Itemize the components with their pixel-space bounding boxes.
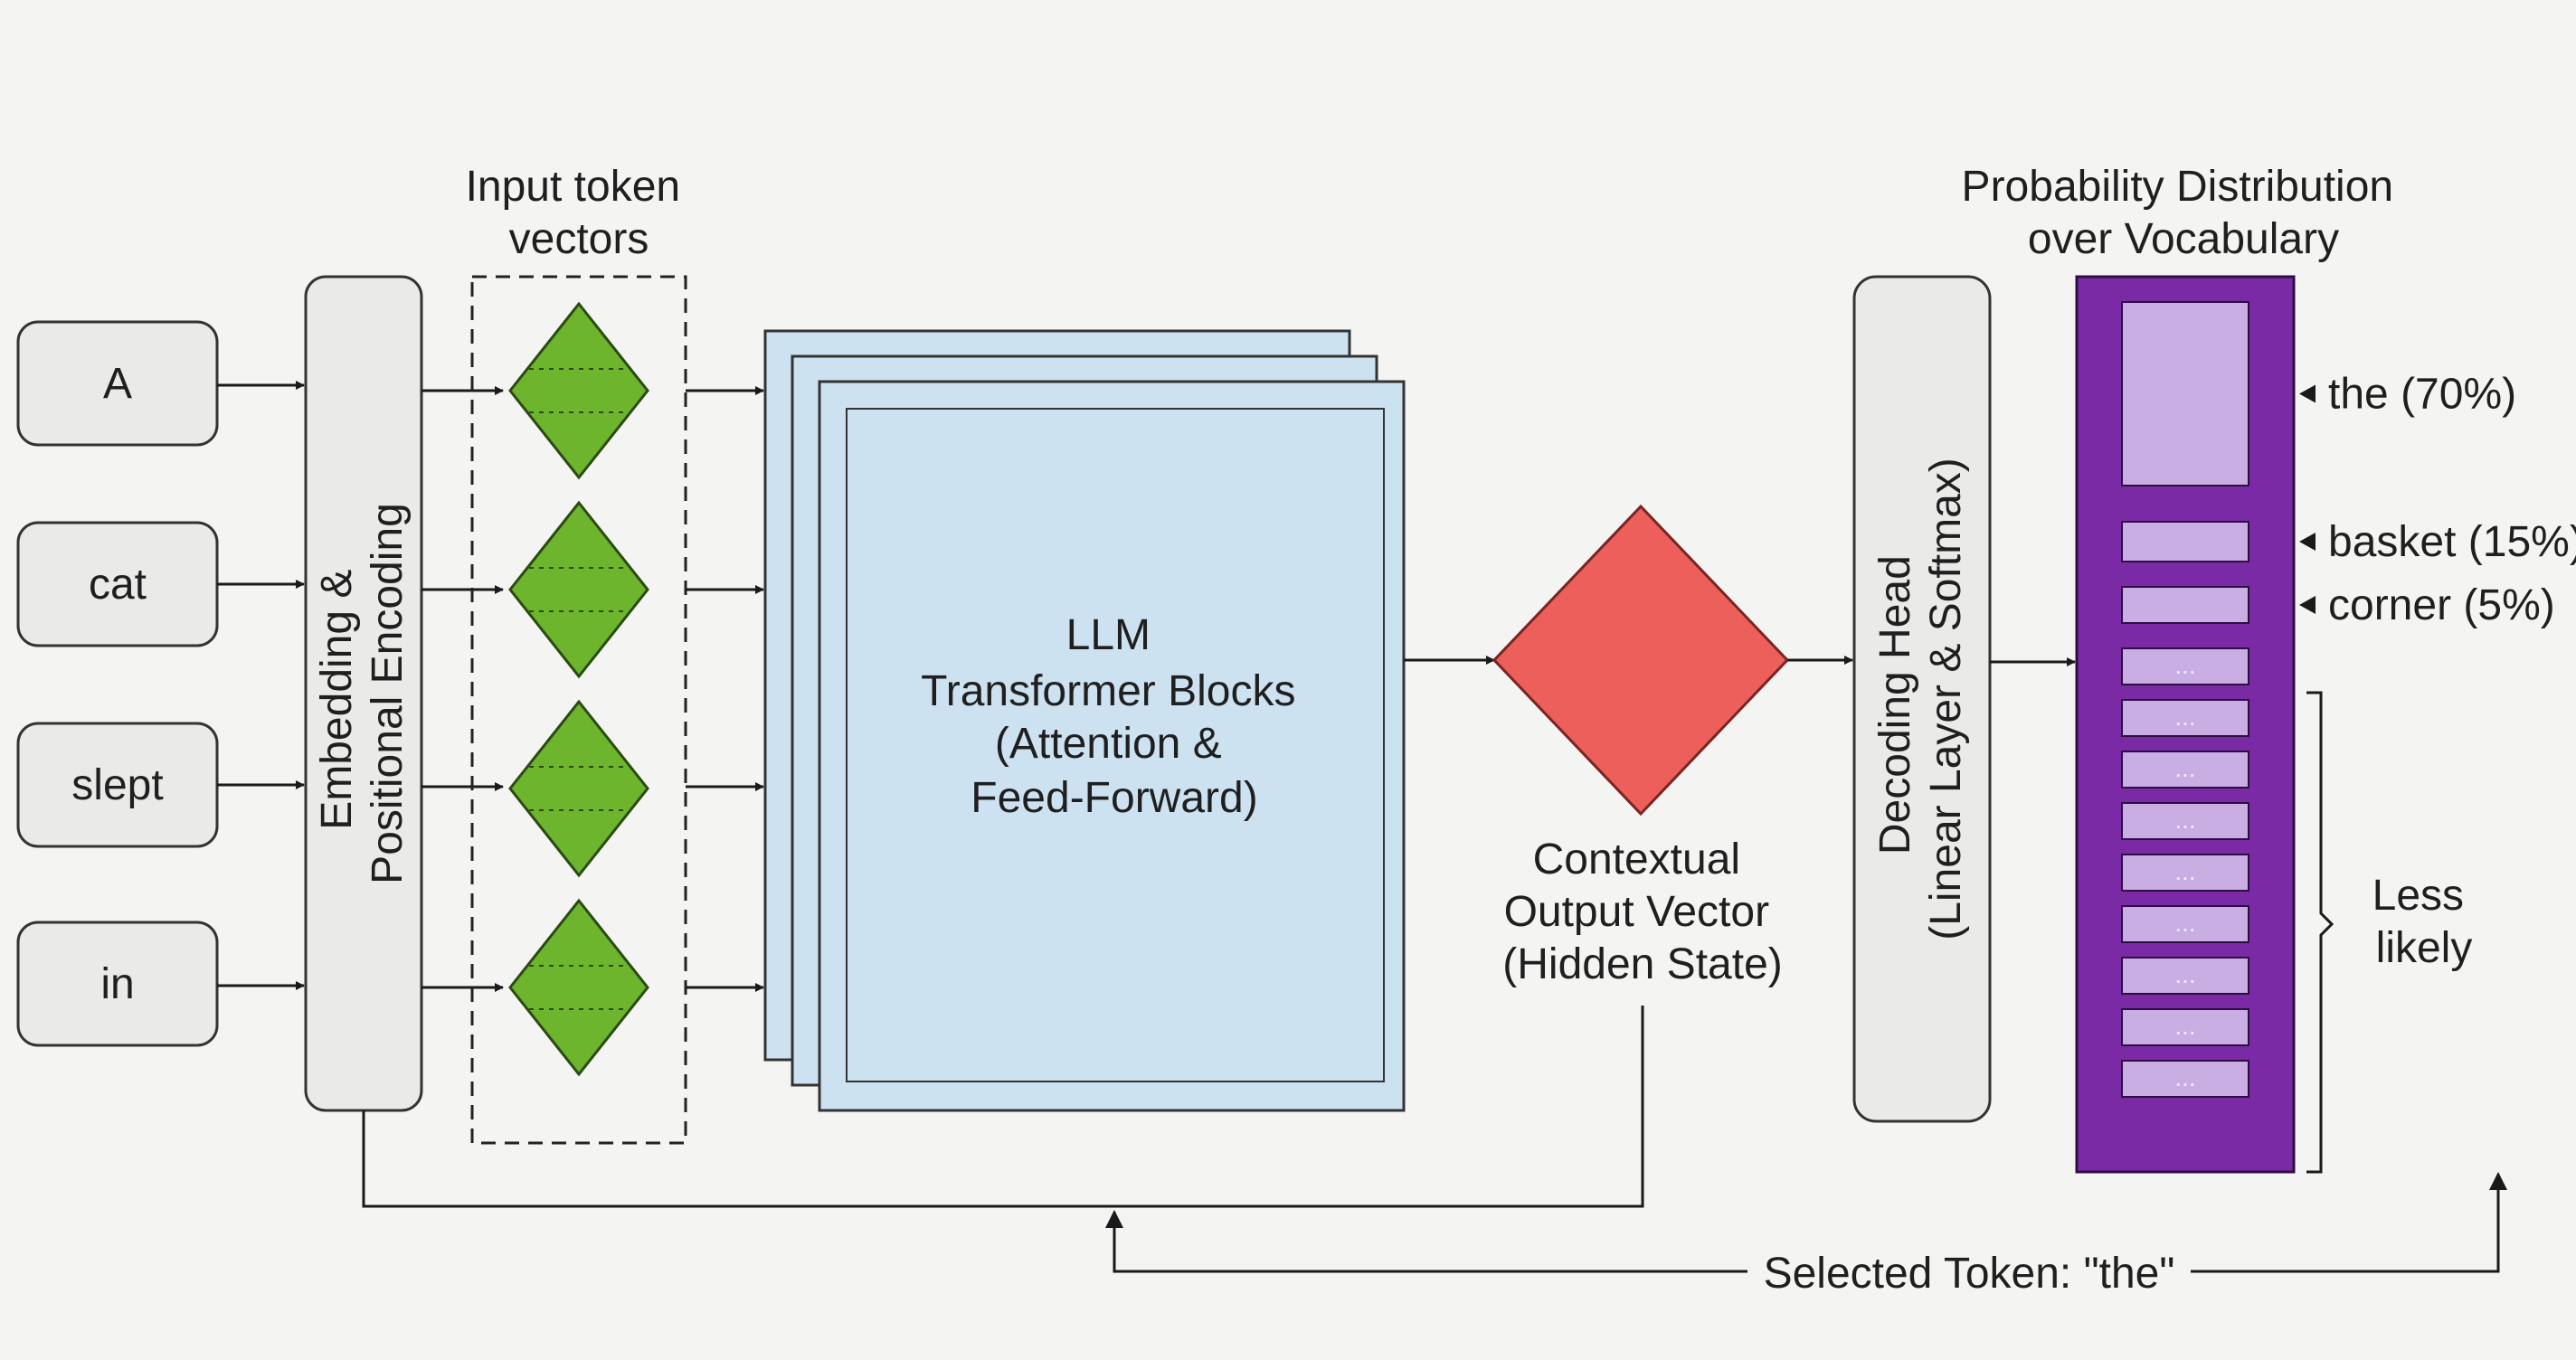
svg-text:Embedding & Positional E: Embedding & Positional Encoding bbox=[313, 503, 412, 884]
distribution-title-line1: Probability Distribution bbox=[1962, 163, 2394, 211]
embedding-label-line1: Embedding & bbox=[313, 570, 361, 830]
top-token-label-1: the (70%) bbox=[2328, 371, 2516, 419]
transformer-label-line4: Feed-Forward) bbox=[971, 774, 1257, 822]
top-token-pointers: the (70%) basket (15%) corner (5%) bbox=[2299, 371, 2576, 629]
selected-token-line-left bbox=[1105, 1210, 1747, 1273]
token-box-a: A bbox=[16, 320, 219, 447]
input-vector-2 bbox=[508, 500, 649, 679]
output-vector-label-line2: Output Vector bbox=[1504, 888, 1770, 936]
vocab-slot-other-2 bbox=[2121, 699, 2249, 737]
token-label-a: A bbox=[103, 360, 132, 408]
embedding-arrows bbox=[421, 386, 504, 992]
top-token-label-3: corner (5%) bbox=[2328, 581, 2555, 629]
less-likely-line1: Less bbox=[2372, 872, 2464, 920]
svg-text:Decoding Head (Linear La: Decoding Head (Linear Layer & Softmax) bbox=[1871, 458, 1970, 940]
decoding-label-line1: Decoding Head bbox=[1871, 555, 1919, 855]
less-likely-bracket bbox=[2306, 691, 2334, 1174]
token-box-slept: slept bbox=[16, 722, 219, 848]
vocab-slot-dots-4: ... bbox=[2174, 806, 2195, 834]
input-vectors-title: Input token vectors bbox=[466, 163, 693, 263]
decoding-head-block: Decoding Head (Linear Layer & Softmax) bbox=[1852, 275, 1992, 1123]
input-vectors bbox=[508, 301, 649, 1077]
embedding-block: Embedding & Positional Encoding bbox=[304, 275, 423, 1112]
input-vector-3 bbox=[508, 699, 649, 878]
token-label-cat: cat bbox=[89, 561, 147, 609]
transformer-stack: LLM Transformer Blocks (Attention & Feed… bbox=[763, 329, 1406, 1112]
vocab-slot-dots-9: ... bbox=[2174, 1063, 2195, 1091]
less-likely-label: Less likely bbox=[2372, 872, 2477, 972]
top-token-label-2: basket (15%) bbox=[2328, 518, 2576, 566]
vocab-slot-other-9 bbox=[2121, 1060, 2249, 1098]
vocab-slot-other-4 bbox=[2121, 802, 2249, 840]
token-box-cat: cat bbox=[16, 521, 219, 647]
input-vector-4 bbox=[508, 898, 649, 1077]
vocab-slot-top-2 bbox=[2121, 521, 2249, 562]
input-vectors-title-line2: vectors bbox=[509, 215, 649, 263]
vocab-slot-other-5 bbox=[2121, 854, 2249, 892]
vocabulary-slots: ........................... bbox=[2121, 301, 2249, 1098]
vocab-slot-dots-7: ... bbox=[2174, 960, 2195, 988]
output-vector-label: Contextual Output Vector (Hidden State) bbox=[1502, 836, 1783, 988]
vocab-slot-other-7 bbox=[2121, 957, 2249, 995]
output-vector-label-line3: (Hidden State) bbox=[1502, 940, 1783, 988]
input-vectors-dashed-frame bbox=[470, 275, 687, 1145]
output-vector-diamond bbox=[1492, 504, 1790, 817]
token-label-in: in bbox=[100, 960, 134, 1008]
vocab-slot-other-3 bbox=[2121, 751, 2249, 789]
pointer-icon-1 bbox=[2299, 384, 2316, 403]
transformer-label-line3: (Attention & bbox=[995, 720, 1222, 768]
input-vectors-title-line1: Input token bbox=[466, 163, 681, 211]
transformer-label-line2: Transformer Blocks bbox=[921, 667, 1295, 715]
vocab-slot-top-3 bbox=[2121, 586, 2249, 624]
vector-arrows bbox=[686, 386, 764, 992]
vocab-slot-dots-3: ... bbox=[2174, 754, 2195, 782]
selected-token-label: Selected Token: "the" bbox=[1764, 1250, 2175, 1298]
token-label-slept: slept bbox=[71, 761, 163, 809]
transformer-label-line1: LLM bbox=[1066, 611, 1151, 659]
vocab-slot-other-1 bbox=[2121, 647, 2249, 685]
distribution-title: Probability Distribution over Vocabulary bbox=[1962, 163, 2406, 263]
vocab-slot-top-1 bbox=[2121, 301, 2249, 486]
pointer-icon-2 bbox=[2299, 533, 2316, 551]
token-arrows bbox=[217, 381, 305, 990]
vocab-slot-dots-2: ... bbox=[2174, 703, 2195, 731]
vocab-slot-other-6 bbox=[2121, 905, 2249, 943]
vocab-slot-other-8 bbox=[2121, 1008, 2249, 1046]
output-vector-label-line1: Contextual bbox=[1533, 836, 1740, 883]
decoding-label-line2: (Linear Layer & Softmax) bbox=[1922, 458, 1970, 940]
selected-token-line-right bbox=[2191, 1172, 2507, 1273]
vocab-slot-dots-5: ... bbox=[2174, 857, 2195, 885]
pointer-icon-3 bbox=[2299, 596, 2316, 614]
vocab-slot-dots-6: ... bbox=[2174, 909, 2195, 937]
vocab-slot-dots-1: ... bbox=[2174, 651, 2195, 679]
distribution-title-line2: over Vocabulary bbox=[2028, 215, 2339, 263]
transformer-label: LLM Transformer Blocks (Attention & Feed… bbox=[921, 611, 1308, 822]
input-vector-1 bbox=[508, 301, 649, 480]
less-likely-line2: likely bbox=[2376, 924, 2473, 972]
feedback-line-embedding bbox=[362, 1006, 1644, 1208]
token-box-in: in bbox=[16, 921, 219, 1047]
vocab-slot-dots-8: ... bbox=[2174, 1012, 2195, 1040]
embedding-label-line2: Positional Encoding bbox=[364, 503, 412, 884]
